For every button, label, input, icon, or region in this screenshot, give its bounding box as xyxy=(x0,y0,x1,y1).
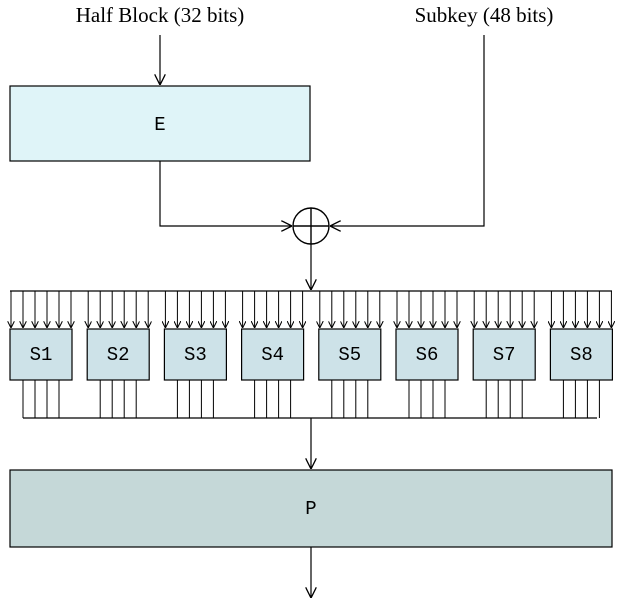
sbox-output-lines xyxy=(22,380,600,418)
sbox-label: S2 xyxy=(107,344,130,366)
sbox-input-lines xyxy=(11,291,611,328)
permutation-box xyxy=(9,469,613,548)
sbox-3: S3 xyxy=(163,328,227,381)
sbox-label: S5 xyxy=(338,344,361,366)
sbox-box xyxy=(86,328,150,381)
sbox-box xyxy=(549,328,614,381)
sbox-8: S8 xyxy=(549,328,614,381)
sbox-box xyxy=(472,328,536,381)
permutation-label: P xyxy=(305,498,316,520)
sbox-4: S4 xyxy=(241,328,305,381)
sbox-label: S7 xyxy=(493,344,516,366)
xor-circle-icon xyxy=(292,207,330,245)
sbox-label: S6 xyxy=(416,344,439,366)
expansion-to-xor-line xyxy=(159,161,292,226)
expansion-label: E xyxy=(154,114,165,136)
sbox-1: S1 xyxy=(9,328,73,381)
sbox-6: S6 xyxy=(395,328,459,381)
sbox-box xyxy=(9,328,73,381)
sbox-label: S8 xyxy=(570,344,593,366)
sbox-box xyxy=(241,328,305,381)
sbox-label: S1 xyxy=(30,344,53,366)
half-block-label: Half Block (32 bits) xyxy=(76,3,245,27)
sbox-box xyxy=(395,328,459,381)
sbox-7: S7 xyxy=(472,328,536,381)
sbox-2: S2 xyxy=(86,328,150,381)
sbox-box xyxy=(318,328,382,381)
sbox-5: S5 xyxy=(318,328,382,381)
sbox-box xyxy=(163,328,227,381)
subkey-to-xor-line xyxy=(330,35,485,226)
sbox-row: S1 S2 S3 S4 S5 S6 S7 S8 xyxy=(9,328,614,381)
sbox-label: S4 xyxy=(261,344,284,366)
sbox-label: S3 xyxy=(184,344,207,366)
subkey-label: Subkey (48 bits) xyxy=(415,3,554,27)
